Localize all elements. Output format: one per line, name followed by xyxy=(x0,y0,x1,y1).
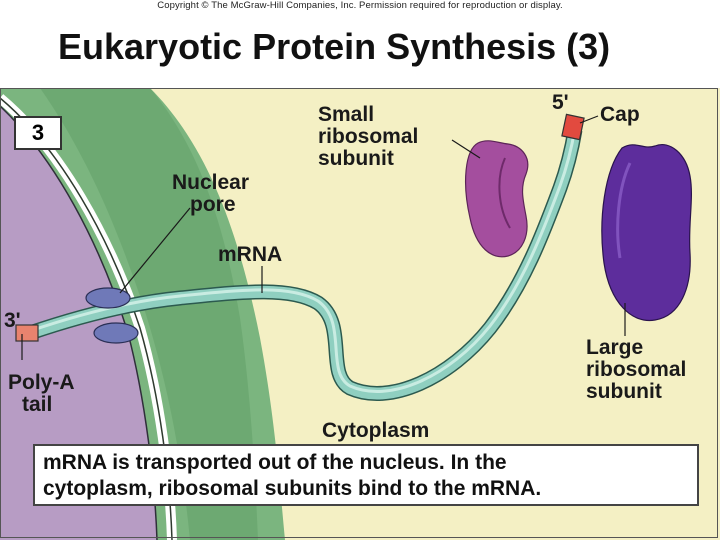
nuclear-pore-bottom xyxy=(93,322,139,344)
figure-frame xyxy=(0,88,718,538)
leader-cap xyxy=(579,115,599,124)
label-poly-a-tail-line1: Poly-A xyxy=(8,371,75,394)
label-nuclear-pore-line2: pore xyxy=(190,193,236,216)
label-poly-a-tail: Poly-A tail xyxy=(8,372,75,416)
label-small-subunit-line3: subunit xyxy=(318,147,394,170)
label-cytoplasm: Cytoplasm xyxy=(322,419,430,442)
label-small-subunit-line2: ribosomal xyxy=(318,125,419,148)
copyright-notice: Copyright © The McGraw-Hill Companies, I… xyxy=(157,0,563,11)
small-subunit-groove xyxy=(498,157,511,229)
leader-nuclear-pore xyxy=(119,207,191,294)
label-small-subunit: Small ribosomal subunit xyxy=(318,104,418,170)
caption-box: mRNA is transported out of the nucleus. … xyxy=(33,444,699,506)
mrna-strand-highlight xyxy=(29,127,577,393)
nuclear-pore-top xyxy=(85,287,131,309)
step-number-box: 3 xyxy=(14,116,62,150)
caption-line1: mRNA is transported out of the nucleus. … xyxy=(43,451,507,474)
caption-line2: cytoplasm, ribosomal subunits bind to th… xyxy=(43,477,542,500)
large-ribosomal-subunit xyxy=(601,144,692,322)
diagram-illustration xyxy=(0,88,720,540)
five-prime-cap-marker xyxy=(561,113,585,141)
label-large-subunit-line1: Large xyxy=(586,336,644,359)
label-three-prime: 3' xyxy=(4,309,21,332)
leader-small-subunit xyxy=(451,139,481,159)
label-five-prime: 5' xyxy=(552,91,569,114)
label-poly-a-tail-line2: tail xyxy=(22,393,53,416)
label-large-subunit-line2: ribosomal xyxy=(586,358,687,381)
page-title: Eukaryotic Protein Synthesis (3) xyxy=(58,26,611,67)
label-nuclear-pore: Nuclear pore xyxy=(172,172,249,216)
label-large-subunit: Large ribosomal subunit xyxy=(586,337,686,403)
label-mrna: mRNA xyxy=(218,243,283,266)
label-small-subunit-line1: Small xyxy=(318,103,375,126)
figure-panel: 3 Nuclear pore mRNA Small ribosomal subu… xyxy=(0,88,720,540)
label-nuclear-pore-line1: Nuclear xyxy=(172,171,250,194)
nuclear-envelope-shade xyxy=(40,88,258,540)
small-ribosomal-subunit xyxy=(465,140,529,258)
large-subunit-highlight xyxy=(616,162,632,259)
label-cap: Cap xyxy=(600,103,640,126)
label-large-subunit-line3: subunit xyxy=(586,380,662,403)
